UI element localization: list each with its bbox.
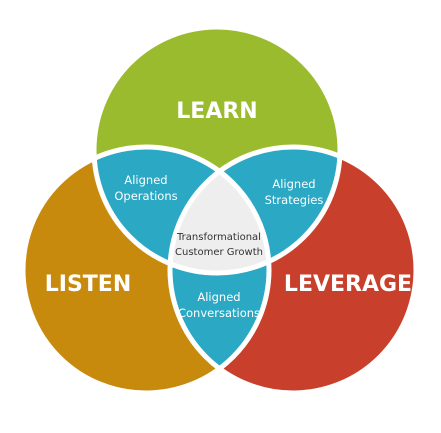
listen-label: LISTEN xyxy=(45,272,132,297)
learn-label: LEARN xyxy=(176,99,257,124)
aligned-conversations-line1: Aligned xyxy=(197,290,240,304)
leverage-outline xyxy=(167,144,419,396)
aligned-strategies-line2: Strategies xyxy=(265,193,324,207)
aligned-operations-line2: Operations xyxy=(114,189,177,203)
leverage-label: LEVERAGE xyxy=(284,272,412,297)
center-overlap xyxy=(170,147,269,273)
learn-outline xyxy=(91,24,343,276)
aligned-operations-line1: Aligned xyxy=(124,173,167,187)
listen-outline xyxy=(20,144,272,396)
center-label-line2: Customer Growth xyxy=(175,247,263,258)
center-label-line1: Transformational xyxy=(176,232,261,243)
aligned-strategies-line1: Aligned xyxy=(272,177,315,191)
aligned-conversations-line2: Conversations xyxy=(178,306,260,320)
